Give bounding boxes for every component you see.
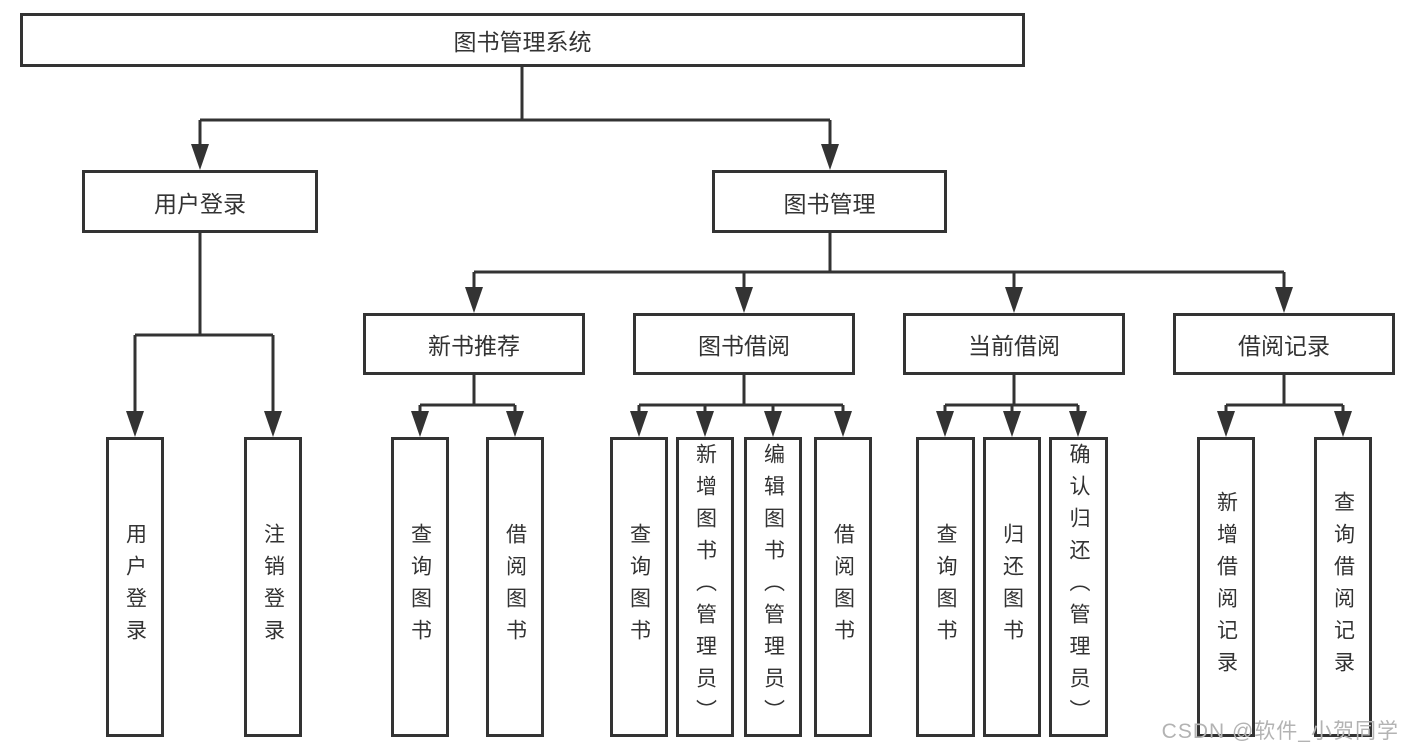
leaf-query-books-1: 查询图书	[391, 437, 449, 737]
node-borrow-records: 借阅记录	[1173, 313, 1395, 375]
leaf-query-books-3-label: 查询图书	[934, 523, 957, 651]
leaf-confirm-return-admin: 确认归还（管理员）	[1049, 437, 1108, 737]
leaf-logout-label: 注销登录	[261, 523, 285, 651]
leaf-add-books-admin-label: 新增图书（管理员）	[693, 443, 717, 731]
leaf-borrow-books-2-label: 借阅图书	[831, 523, 855, 651]
leaf-borrow-books-1-label: 借阅图书	[503, 523, 527, 651]
leaf-query-borrow-record-label: 查询借阅记录	[1331, 491, 1355, 683]
node-new-book-recommend: 新书推荐	[363, 313, 585, 375]
node-library-management-system: 图书管理系统	[20, 13, 1025, 67]
leaf-edit-books-admin-label: 编辑图书（管理员）	[761, 443, 785, 731]
node-current-borrow: 当前借阅	[903, 313, 1125, 375]
arrowheads	[126, 144, 1352, 437]
csdn-watermark: CSDN @软件_小贺同学	[1161, 720, 1399, 743]
leaf-borrow-books-2: 借阅图书	[814, 437, 872, 737]
leaf-user-login-label: 用户登录	[123, 523, 147, 651]
leaf-edit-books-admin: 编辑图书（管理员）	[744, 437, 802, 737]
leaf-borrow-books-1: 借阅图书	[486, 437, 544, 737]
leaf-logout: 注销登录	[244, 437, 302, 737]
leaf-confirm-return-admin-label: 确认归还（管理员）	[1067, 443, 1090, 731]
leaf-add-borrow-record-label: 新增借阅记录	[1214, 491, 1238, 683]
leaf-add-books-admin: 新增图书（管理员）	[676, 437, 734, 737]
leaf-query-books-1-label: 查询图书	[408, 523, 432, 651]
node-book-borrow: 图书借阅	[633, 313, 855, 375]
node-user-login: 用户登录	[82, 170, 318, 233]
leaf-query-borrow-record: 查询借阅记录	[1314, 437, 1372, 737]
leaf-return-books: 归还图书	[983, 437, 1041, 737]
leaf-add-borrow-record: 新增借阅记录	[1197, 437, 1255, 737]
leaf-user-login: 用户登录	[106, 437, 164, 737]
leaf-query-books-2: 查询图书	[610, 437, 668, 737]
leaf-query-books-3: 查询图书	[916, 437, 975, 737]
node-book-management: 图书管理	[712, 170, 947, 233]
leaf-query-books-2-label: 查询图书	[627, 523, 651, 651]
leaf-return-books-label: 归还图书	[1000, 523, 1024, 651]
